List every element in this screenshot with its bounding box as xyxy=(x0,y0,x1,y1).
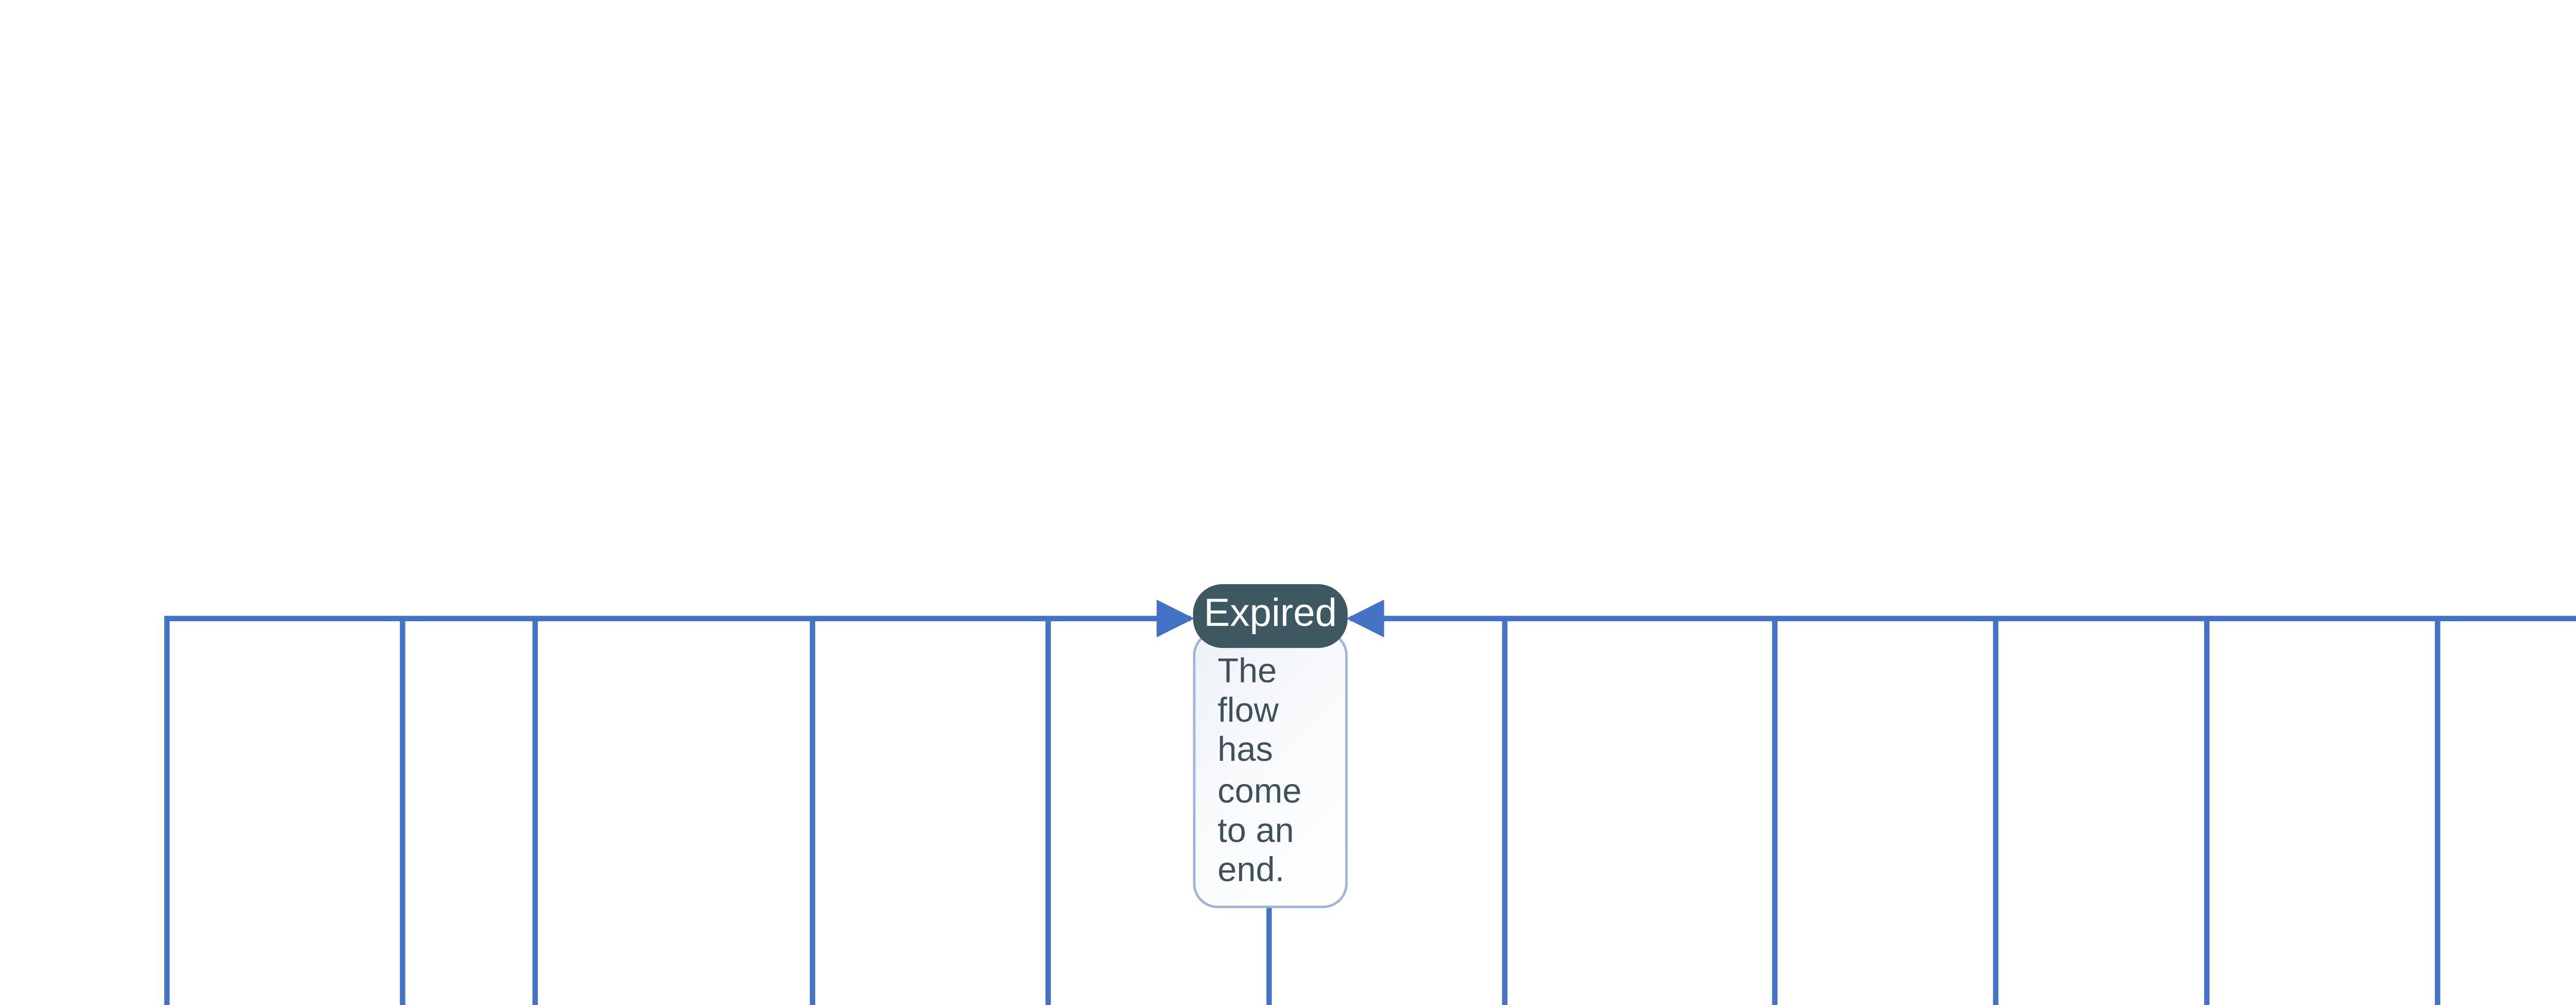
node-description: The flow has come to an end. xyxy=(1193,631,1348,909)
node-expired[interactable]: Expired The flow has come to an end. xyxy=(1193,584,1348,909)
node-title: Expired xyxy=(1193,584,1348,648)
